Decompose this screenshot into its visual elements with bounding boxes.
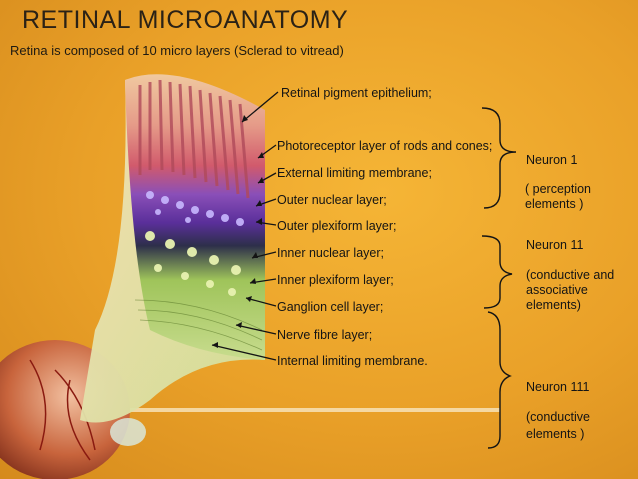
slide-title: RETINAL MICROANATOMY [22, 6, 349, 34]
slide-subtitle: Retina is composed of 10 micro layers (S… [10, 43, 344, 58]
layer-label-retinal-pigment-epithelium: Retinal pigment epithelium; [281, 86, 432, 100]
neuron-1-description: ( perception elements ) [525, 182, 592, 211]
layer-label-outer-nuclear: Outer nuclear layer; [277, 193, 387, 207]
neuron-11-name: Neuron 11 [526, 238, 584, 252]
optic-nerve [110, 418, 146, 446]
layer-label-internal-limiting-membrane: Internal limiting membrane. [277, 354, 428, 368]
layer-label-nerve-fibre: Nerve fibre layer; [277, 328, 373, 342]
neuron-braces [481, 107, 517, 449]
neuron-11-description: (conductive and associative elements) [526, 268, 615, 312]
layer-label-inner-nuclear: Inner nuclear layer; [277, 246, 385, 260]
layer-label-outer-plexiform: Outer plexiform layer; [277, 219, 397, 233]
layer-label-external-limiting-membrane: External limiting membrane; [277, 166, 432, 180]
layer-label-inner-plexiform: Inner plexiform layer; [277, 273, 394, 287]
neuron-111-name: Neuron 111 [526, 380, 590, 394]
layer-label-photoreceptor: Photoreceptor layer of rods and cones; [277, 139, 493, 153]
layer-label-ganglion-cell: Ganglion cell layer; [277, 300, 384, 314]
neuron-111-description: (conductive elements ) [526, 410, 590, 441]
neuron-1-name: Neuron 1 [526, 153, 578, 167]
